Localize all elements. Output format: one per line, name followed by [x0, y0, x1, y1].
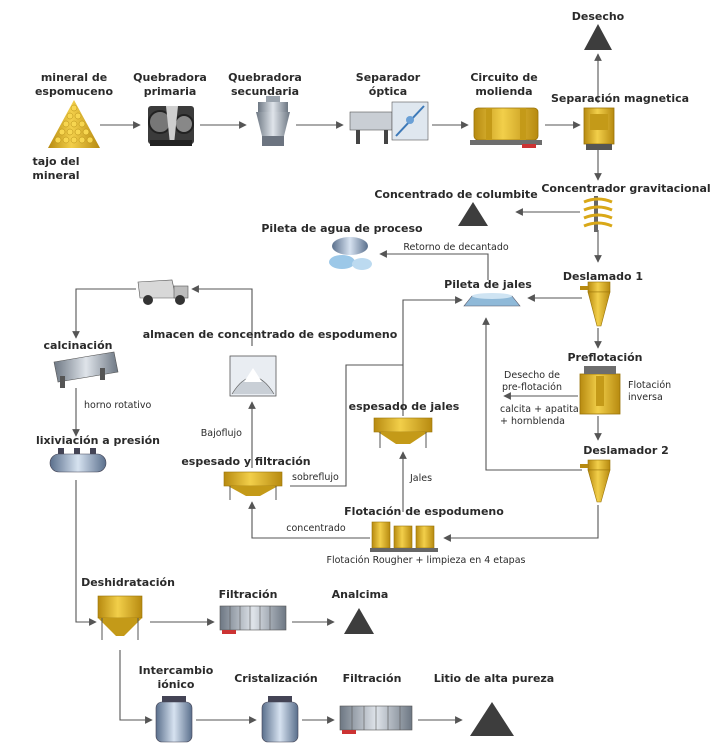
arrow-deslamador-to-pileta	[482, 317, 582, 471]
ion-exchange-icon	[155, 696, 193, 743]
label-flotacion-inversa-2: inversa	[628, 392, 663, 403]
label-calcita-1: calcita + apatita	[500, 404, 579, 415]
arrow-espesado-to-pileta	[402, 296, 463, 416]
label-espesado-jales: espesado de jales	[349, 400, 460, 413]
label-mineral-2: espomuceno	[35, 85, 114, 98]
label-flotacion-rougher: Flotación Rougher + limpieza en 4 etapas	[326, 555, 525, 566]
label-separador-2: óptica	[369, 85, 407, 98]
label-quebradora-primaria-2: primaria	[144, 85, 197, 98]
hydrocyclone-2-icon	[580, 459, 611, 503]
label-circuito-1: Circuito de	[470, 71, 537, 84]
label-deslamado-1: Deslamado 1	[563, 270, 643, 283]
spiral-concentrator-icon	[583, 196, 613, 232]
haul-truck-icon	[137, 279, 189, 305]
arrow-retorno-decantado	[379, 250, 489, 280]
preflotation-tank-icon	[579, 366, 621, 415]
tailings-pond-icon	[463, 293, 521, 307]
label-pileta-jales: Pileta de jales	[444, 278, 532, 291]
label-preflotacion: Preflotación	[567, 351, 642, 364]
label-intercambio-1: Intercambio	[139, 664, 214, 677]
rotary-kiln-icon	[53, 351, 119, 388]
label-pileta-agua: Pileta de agua de proceso	[261, 222, 423, 235]
label-horno: horno rotativo	[84, 400, 151, 411]
water-pond-icon	[329, 237, 372, 270]
arrow-sobreflujo	[290, 364, 403, 487]
label-flotacion-inversa-1: Flotación	[628, 380, 671, 391]
label-filtracion-2: Filtración	[343, 672, 402, 685]
label-retorno: Retorno de decantado	[403, 242, 509, 253]
label-separador-1: Separador	[356, 71, 421, 84]
label-cristalizacion: Cristalización	[234, 672, 318, 685]
thickener-jales-icon	[373, 417, 433, 448]
ball-mill-icon	[470, 107, 542, 148]
label-concentrador-gravitacional: Concentrador gravitacional	[541, 182, 710, 195]
label-lixiviacion: lixiviación a presión	[36, 434, 160, 447]
magnetic-separator-icon	[583, 107, 615, 150]
label-desecho-pre-1: Desecho de	[504, 370, 560, 381]
label-almacen: almacen de concentrado de espodumeno	[143, 328, 398, 341]
label-calcita-2: + hornblenda	[500, 416, 565, 427]
label-litio: Litio de alta pureza	[434, 672, 554, 685]
thickener-filter-icon	[223, 471, 283, 500]
crystallizer-icon	[261, 696, 299, 743]
label-desecho-pre-2: pre-flotación	[502, 382, 562, 393]
label-bajoflujo: Bajoflujo	[201, 428, 242, 439]
arrow-deslamador-to-flotacion	[443, 505, 599, 542]
arrow-lixiviacion-to-deshidratacion	[75, 480, 97, 626]
filter-press-2-icon	[339, 705, 413, 734]
optical-separator-icon	[349, 101, 429, 144]
filter-press-1-icon	[219, 605, 287, 634]
arrow-almacen-to-camion	[191, 285, 253, 346]
mineral-pile-icon	[48, 100, 100, 148]
label-separacion-magnetica: Separación magnetica	[551, 92, 689, 105]
arrow-camion-to-calcinacion	[72, 288, 136, 339]
label-quebradora-secundaria-2: secundaria	[231, 85, 299, 98]
labels: Desecho mineral de espomuceno tajo del m…	[32, 10, 710, 691]
arrow-to-intercambio	[119, 650, 153, 724]
arrow-concentrado	[248, 501, 370, 539]
cone-crusher-icon	[256, 96, 290, 146]
jaw-crusher-icon	[148, 106, 194, 146]
label-filtracion-1: Filtración	[219, 588, 278, 601]
label-espesado-filtracion: espesado y filtración	[181, 455, 310, 468]
label-concentrado: concentrado	[286, 523, 346, 534]
label-intercambio-2: iónico	[157, 678, 194, 691]
storage-dome-icon	[229, 355, 277, 397]
label-calcinacion: calcinación	[44, 339, 113, 352]
label-jales: Jales	[409, 473, 432, 484]
autoclave-icon	[49, 448, 107, 473]
label-flotacion-espodumeno: Flotación de espodumeno	[344, 505, 504, 518]
columbite-pile-icon	[458, 202, 488, 226]
label-tajo-2: mineral	[32, 169, 79, 182]
label-deslamador-2: Deslamador 2	[583, 444, 669, 457]
label-tajo-1: tajo del	[33, 155, 80, 168]
hydrocyclone-icon	[580, 281, 611, 327]
label-quebradora-primaria-1: Quebradora	[133, 71, 207, 84]
label-analcima: Analcima	[332, 588, 389, 601]
label-mineral-1: mineral de	[41, 71, 107, 84]
label-desecho: Desecho	[572, 10, 625, 23]
litio-pile-icon	[470, 702, 514, 736]
dewatering-tank-icon	[97, 595, 143, 640]
label-quebradora-secundaria-1: Quebradora	[228, 71, 302, 84]
flotation-cells-icon	[370, 521, 438, 552]
desecho-pile-icon	[584, 24, 612, 50]
label-deshidratacion: Deshidratación	[81, 576, 175, 589]
label-circuito-2: molienda	[475, 85, 532, 98]
label-concentrado-columbite: Concentrado de columbite	[374, 188, 537, 201]
label-sobreflujo: sobreflujo	[292, 472, 339, 483]
analcima-pile-icon	[344, 608, 374, 634]
flow-lines	[72, 53, 602, 724]
